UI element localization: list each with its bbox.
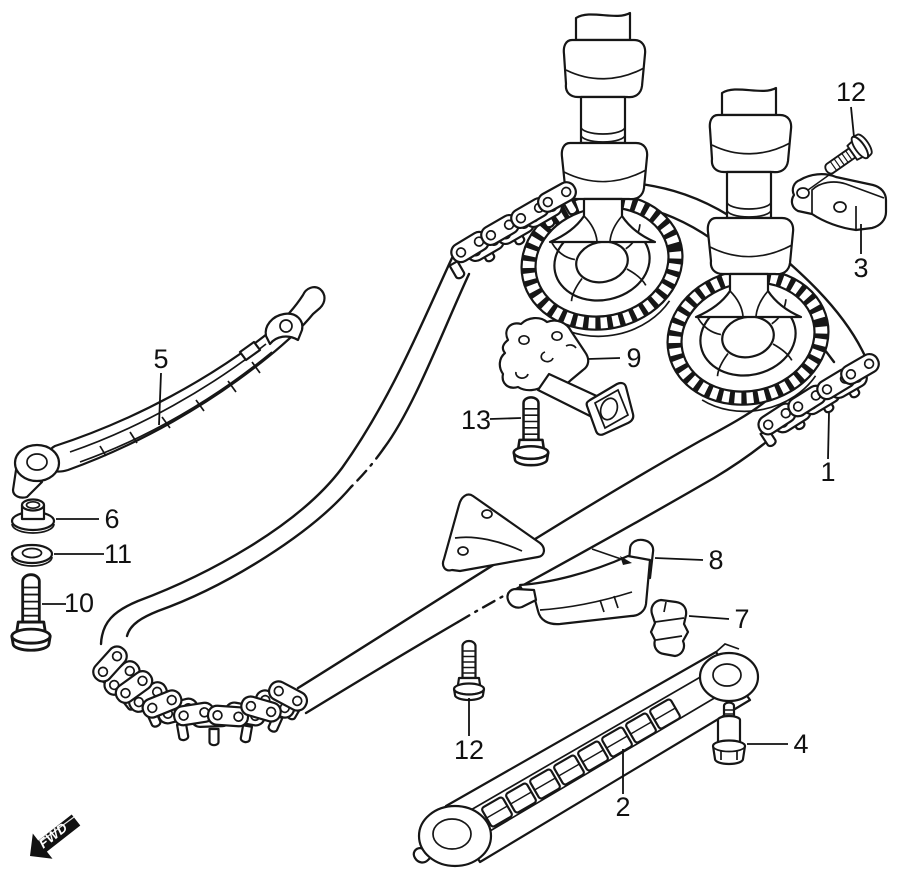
part-bolt-13 [512, 396, 550, 467]
part-chain-tensioner [498, 317, 635, 436]
callout-13: 13 [461, 405, 491, 435]
part-bolt-10 [10, 573, 52, 652]
callout-7: 7 [734, 604, 749, 634]
insert-arrow [591, 548, 625, 561]
callout-12a: 12 [836, 77, 866, 107]
fwd-arrow-icon [30, 814, 81, 859]
callout-2: 2 [615, 792, 630, 822]
part-guide-clip [649, 598, 690, 658]
callout-3: 3 [853, 253, 868, 283]
part-bolt-12-bottom [452, 639, 486, 702]
part-chain-guide-front [11, 286, 326, 499]
callout-leader-1 [827, 412, 830, 460]
callout-9: 9 [626, 343, 641, 373]
callout-10: 10 [64, 588, 94, 618]
callout-leader-5 [158, 372, 162, 426]
callout-6: 6 [104, 504, 119, 534]
callout-leader-9 [587, 357, 621, 360]
part-chain-guide-bracket [790, 169, 888, 232]
callout-4: 4 [793, 729, 808, 759]
callout-1: 1 [820, 457, 835, 487]
part-shoulder-bolt-4 [711, 701, 747, 766]
fwd-marker: FWD [30, 814, 81, 859]
part-cam-chain-bottom [88, 641, 312, 747]
callout-leader-8 [654, 557, 704, 561]
part-washer [10, 543, 54, 567]
callout-leader-12a [850, 106, 855, 138]
callout-12b: 12 [454, 735, 484, 765]
callout-leader-13 [489, 417, 522, 420]
callout-11: 11 [104, 539, 132, 569]
part-spacer-collar [10, 498, 56, 534]
callout-5: 5 [153, 344, 168, 374]
part-mount-plate [441, 493, 545, 573]
callout-8: 8 [708, 545, 723, 575]
callout-leader-7 [688, 615, 730, 620]
part-guide-holder [506, 538, 655, 626]
part-chain-guide-rear [412, 643, 760, 868]
